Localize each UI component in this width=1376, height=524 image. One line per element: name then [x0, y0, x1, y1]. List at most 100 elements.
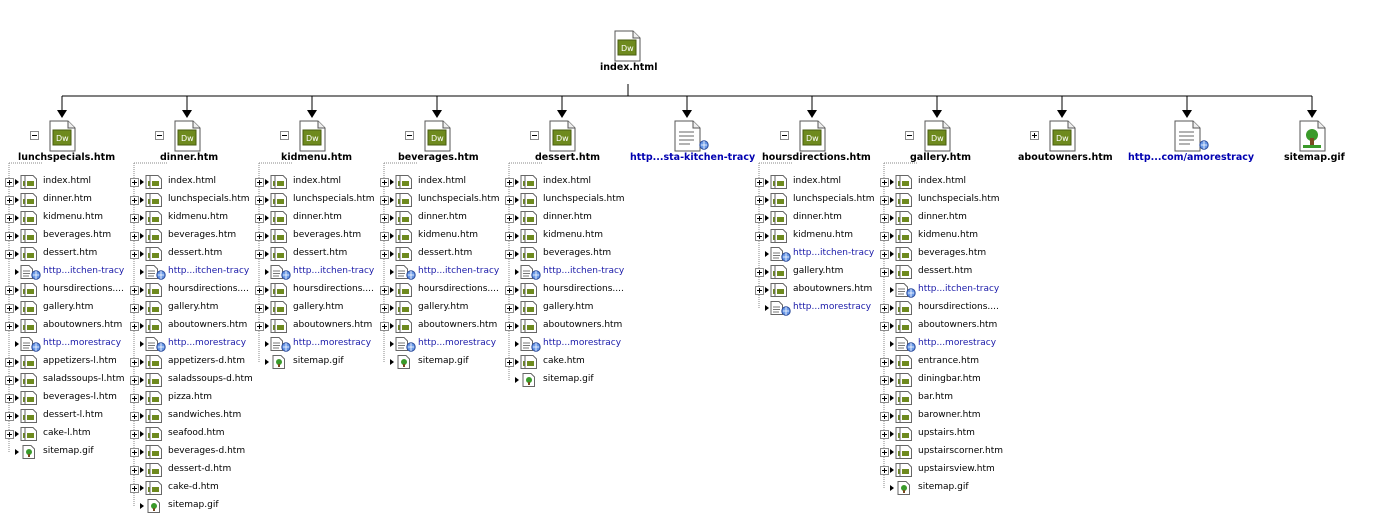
list-item[interactable]: gallery.htm: [255, 300, 377, 316]
expand-toggle[interactable]: [880, 394, 889, 403]
list-item[interactable]: lunchspecials.htm: [505, 192, 627, 208]
expand-toggle[interactable]: [380, 304, 389, 313]
list-item[interactable]: http...morestracy: [757, 300, 877, 316]
expand-toggle[interactable]: [880, 214, 889, 223]
expand-toggle[interactable]: [5, 178, 14, 187]
expand-toggle[interactable]: [130, 250, 139, 259]
list-item[interactable]: upstairsview.htm: [880, 462, 1002, 478]
expand-toggle[interactable]: [130, 394, 139, 403]
list-item[interactable]: upstairscorner.htm: [880, 444, 1003, 460]
list-item[interactable]: sitemap.gif: [257, 354, 377, 370]
expand-toggle[interactable]: [505, 214, 514, 223]
list-item[interactable]: dessert.htm: [380, 246, 502, 262]
expand-toggle[interactable]: [880, 178, 889, 187]
list-item[interactable]: index.html: [755, 174, 877, 190]
expand-toggle[interactable]: [130, 232, 139, 241]
list-item[interactable]: dinner.htm: [5, 192, 127, 208]
node-8[interactable]: Dw: [1047, 120, 1077, 152]
node-label[interactable]: aboutowners.htm: [1018, 152, 1113, 163]
expand-toggle[interactable]: [255, 196, 264, 205]
list-item[interactable]: beverages.htm: [880, 246, 1002, 262]
expand-toggle[interactable]: [380, 232, 389, 241]
list-item[interactable]: dinner.htm: [880, 210, 1002, 226]
node-label[interactable]: http...com/amorestracy: [1128, 152, 1255, 163]
expand-toggle[interactable]: [880, 358, 889, 367]
expand-toggle[interactable]: [755, 214, 764, 223]
expand-toggle[interactable]: [130, 322, 139, 331]
list-item[interactable]: http...morestracy: [382, 336, 502, 352]
list-item[interactable]: seafood.htm: [130, 426, 252, 442]
collapse-toggle[interactable]: [405, 131, 414, 140]
list-item[interactable]: lunchspecials.htm: [130, 192, 252, 208]
expand-toggle[interactable]: [755, 286, 764, 295]
list-item[interactable]: lunchspecials.htm: [755, 192, 877, 208]
expand-toggle[interactable]: [880, 232, 889, 241]
node-10[interactable]: [1297, 120, 1327, 152]
list-item[interactable]: dinner.htm: [755, 210, 877, 226]
expand-toggle[interactable]: [130, 412, 139, 421]
expand-toggle[interactable]: [380, 286, 389, 295]
list-item[interactable]: index.html: [255, 174, 377, 190]
node-label[interactable]: dinner.htm: [160, 152, 219, 163]
node-3[interactable]: Dw: [422, 120, 452, 152]
list-item[interactable]: beverages.htm: [130, 228, 252, 244]
expand-toggle[interactable]: [5, 304, 14, 313]
list-item[interactable]: lunchspecials.htm: [380, 192, 502, 208]
list-item[interactable]: sitemap.gif: [132, 498, 252, 514]
expand-toggle[interactable]: [880, 196, 889, 205]
expand-toggle[interactable]: [5, 196, 14, 205]
expand-toggle[interactable]: [5, 232, 14, 241]
list-item[interactable]: appetizers-l.htm: [5, 354, 127, 370]
list-item[interactable]: http...itchen-tracy: [7, 264, 127, 280]
node-2[interactable]: Dw: [297, 120, 327, 152]
expand-toggle[interactable]: [505, 322, 514, 331]
collapse-toggle[interactable]: [280, 131, 289, 140]
expand-toggle[interactable]: [255, 286, 264, 295]
list-item[interactable]: hoursdirections....: [505, 282, 627, 298]
list-item[interactable]: kidmenu.htm: [505, 228, 627, 244]
list-item[interactable]: http...morestracy: [7, 336, 127, 352]
list-item[interactable]: hoursdirections....: [880, 300, 1002, 316]
list-item[interactable]: diningbar.htm: [880, 372, 1002, 388]
list-item[interactable]: kidmenu.htm: [755, 228, 877, 244]
expand-toggle[interactable]: [755, 232, 764, 241]
list-item[interactable]: beverages.htm: [505, 246, 627, 262]
list-item[interactable]: kidmenu.htm: [380, 228, 502, 244]
list-item[interactable]: beverages.htm: [255, 228, 377, 244]
expand-toggle[interactable]: [505, 232, 514, 241]
expand-toggle[interactable]: [130, 304, 139, 313]
expand-toggle[interactable]: [130, 376, 139, 385]
list-item[interactable]: dessert.htm: [255, 246, 377, 262]
expand-toggle[interactable]: [5, 322, 14, 331]
list-item[interactable]: gallery.htm: [755, 264, 877, 280]
expand-toggle[interactable]: [755, 196, 764, 205]
list-item[interactable]: index.html: [5, 174, 127, 190]
list-item[interactable]: http...itchen-tracy: [132, 264, 252, 280]
expand-toggle[interactable]: [880, 322, 889, 331]
list-item[interactable]: dessert.htm: [5, 246, 127, 262]
node-5[interactable]: [672, 120, 709, 152]
expand-toggle[interactable]: [505, 304, 514, 313]
list-item[interactable]: sitemap.gif: [507, 372, 627, 388]
list-item[interactable]: aboutowners.htm: [880, 318, 1002, 334]
node-label[interactable]: kidmenu.htm: [281, 152, 353, 163]
expand-toggle[interactable]: [380, 214, 389, 223]
node-label[interactable]: lunchspecials.htm: [18, 152, 116, 163]
expand-toggle[interactable]: [755, 178, 764, 187]
list-item[interactable]: dessert-d.htm: [130, 462, 252, 478]
list-item[interactable]: http...itchen-tracy: [757, 246, 877, 262]
collapse-toggle[interactable]: [530, 131, 539, 140]
list-item[interactable]: gallery.htm: [5, 300, 127, 316]
node-0[interactable]: Dw: [47, 120, 77, 152]
expand-toggle[interactable]: [880, 466, 889, 475]
list-item[interactable]: sitemap.gif: [382, 354, 502, 370]
list-item[interactable]: http...morestracy: [882, 336, 1002, 352]
expand-toggle[interactable]: [5, 430, 14, 439]
expand-toggle[interactable]: [880, 412, 889, 421]
node-label[interactable]: http...sta-kitchen-tracy: [630, 152, 756, 163]
list-item[interactable]: sitemap.gif: [882, 480, 1002, 496]
list-item[interactable]: kidmenu.htm: [130, 210, 252, 226]
expand-toggle[interactable]: [130, 358, 139, 367]
expand-toggle[interactable]: [130, 484, 139, 493]
list-item[interactable]: http...itchen-tracy: [882, 282, 1002, 298]
